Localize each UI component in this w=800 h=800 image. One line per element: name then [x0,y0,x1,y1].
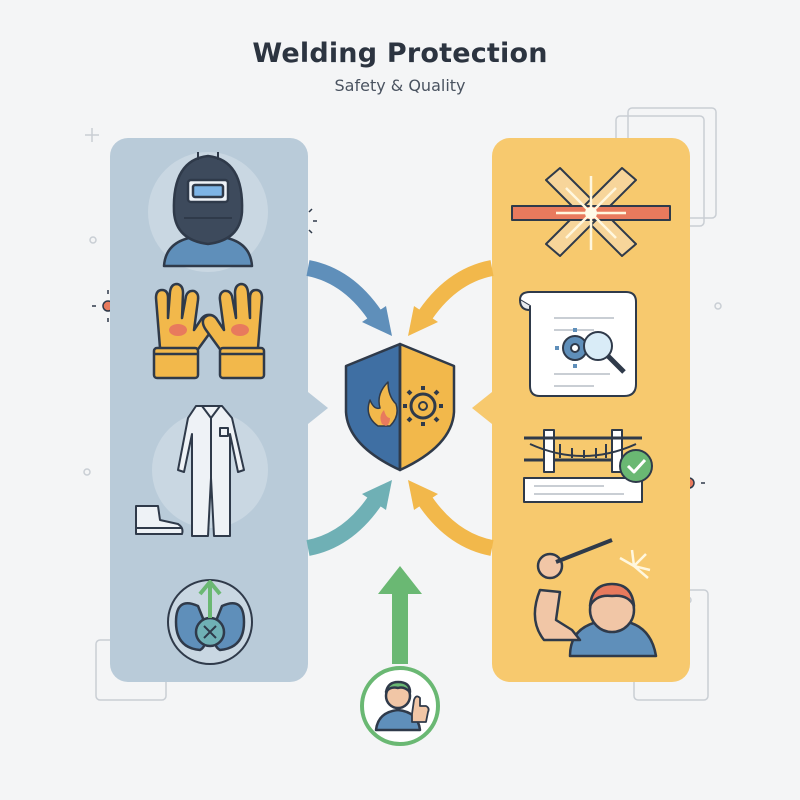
arrow-left-bottom-head [362,480,392,510]
right-panel-pointer [472,392,492,424]
respiratory-protection-icon [167,579,253,665]
page-title: Welding Protection [252,38,548,69]
arrow-left-bottom [306,491,385,556]
right-panel [492,138,690,682]
arrow-bottom [392,592,408,664]
welding-gloves-icon [152,282,266,380]
flow-arrows [306,260,494,664]
weld-joint-sparks-icon [511,167,671,257]
arrow-bottom-head [378,566,422,594]
worker-thumbs-up-icon [360,666,440,746]
arrow-right-top-head [408,306,438,336]
coveralls-and-boots-icon [135,405,268,537]
arrow-right-bottom-head [408,480,438,510]
left-panel-pointer [308,392,328,424]
welding-helmet-icon [148,152,268,272]
arrow-right-bottom [415,491,494,556]
arrow-left-top-head [362,306,392,336]
arrow-left-top [306,260,385,325]
page-subtitle: Safety & Quality [334,76,466,95]
inspection-document-icon [519,291,637,397]
welder-with-torch-icon [533,538,658,658]
shield-fire-gear-icon [344,342,456,472]
arrow-right-top [415,260,494,325]
bridge-structure-check-icon [523,429,653,503]
